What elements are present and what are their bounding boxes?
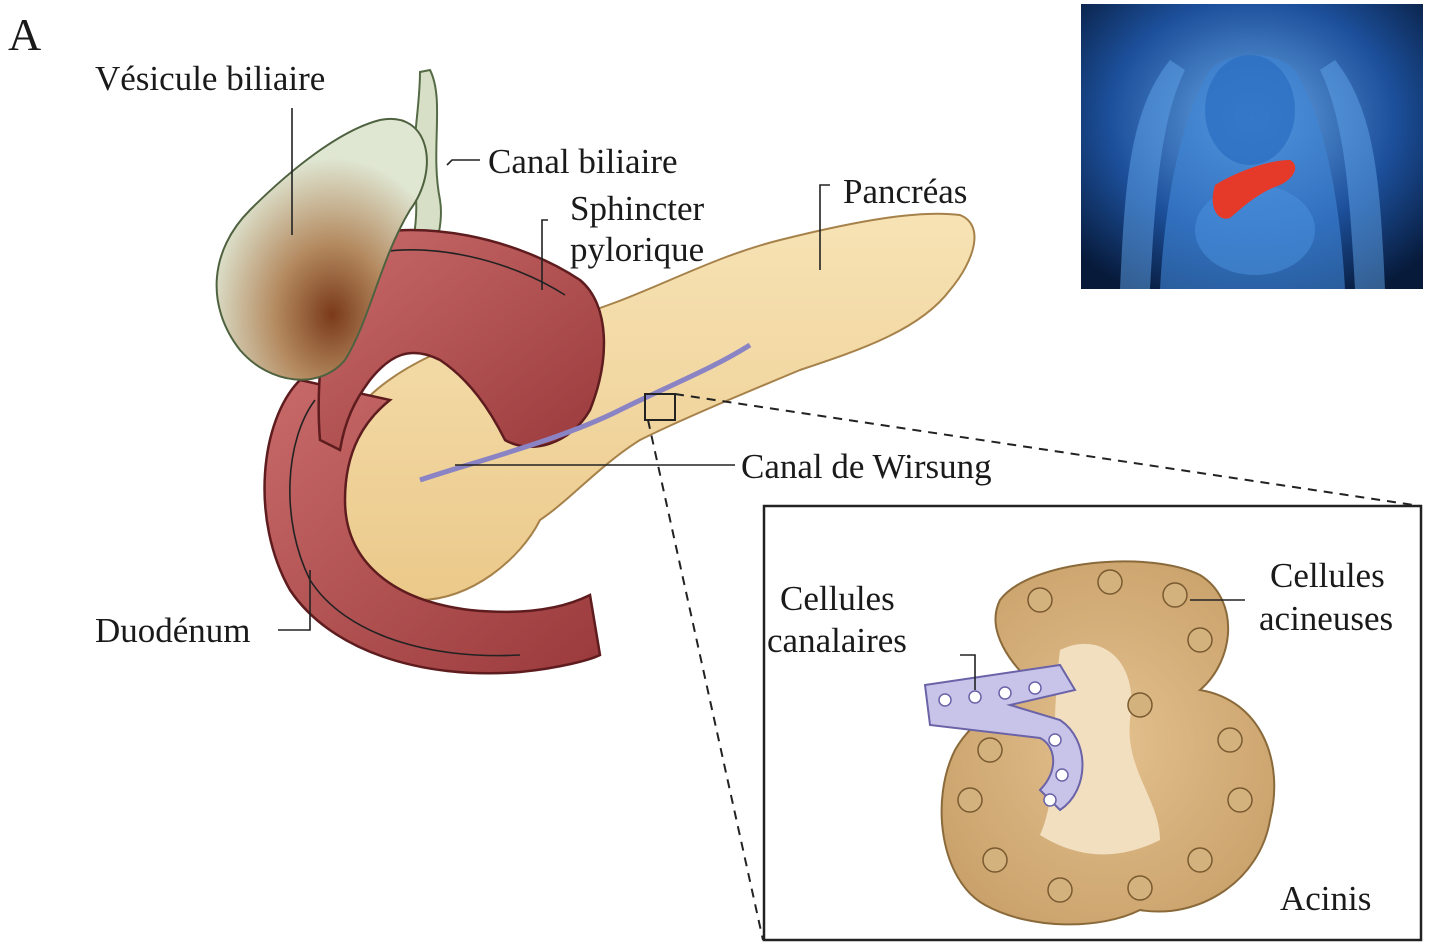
label-vesicule-biliaire: Vésicule biliaire <box>95 59 325 98</box>
label-canal-biliaire: Canal biliaire <box>488 142 678 181</box>
label-cellules-acineuses-line1: Cellules <box>1270 556 1385 595</box>
label-cellules-acineuses-line2: acineuses <box>1259 599 1393 638</box>
label-cellules-canalaires-line2: canalaires <box>767 621 907 660</box>
label-acinis: Acinis <box>1280 879 1371 918</box>
label-sphincter-line1: Sphincter <box>570 189 704 228</box>
label-pancreas: Pancréas <box>843 172 967 211</box>
label-canal-de-wirsung: Canal de Wirsung <box>741 447 992 486</box>
panel-letter: A <box>8 9 41 60</box>
body-illustration <box>1081 4 1423 289</box>
label-cellules-canalaires-line1: Cellules <box>780 579 895 618</box>
label-duodenum: Duodénum <box>95 611 251 650</box>
acini-inset: Cellules canalaires Cellules acineuses A… <box>764 506 1421 940</box>
label-sphincter-line2: pylorique <box>570 230 704 269</box>
